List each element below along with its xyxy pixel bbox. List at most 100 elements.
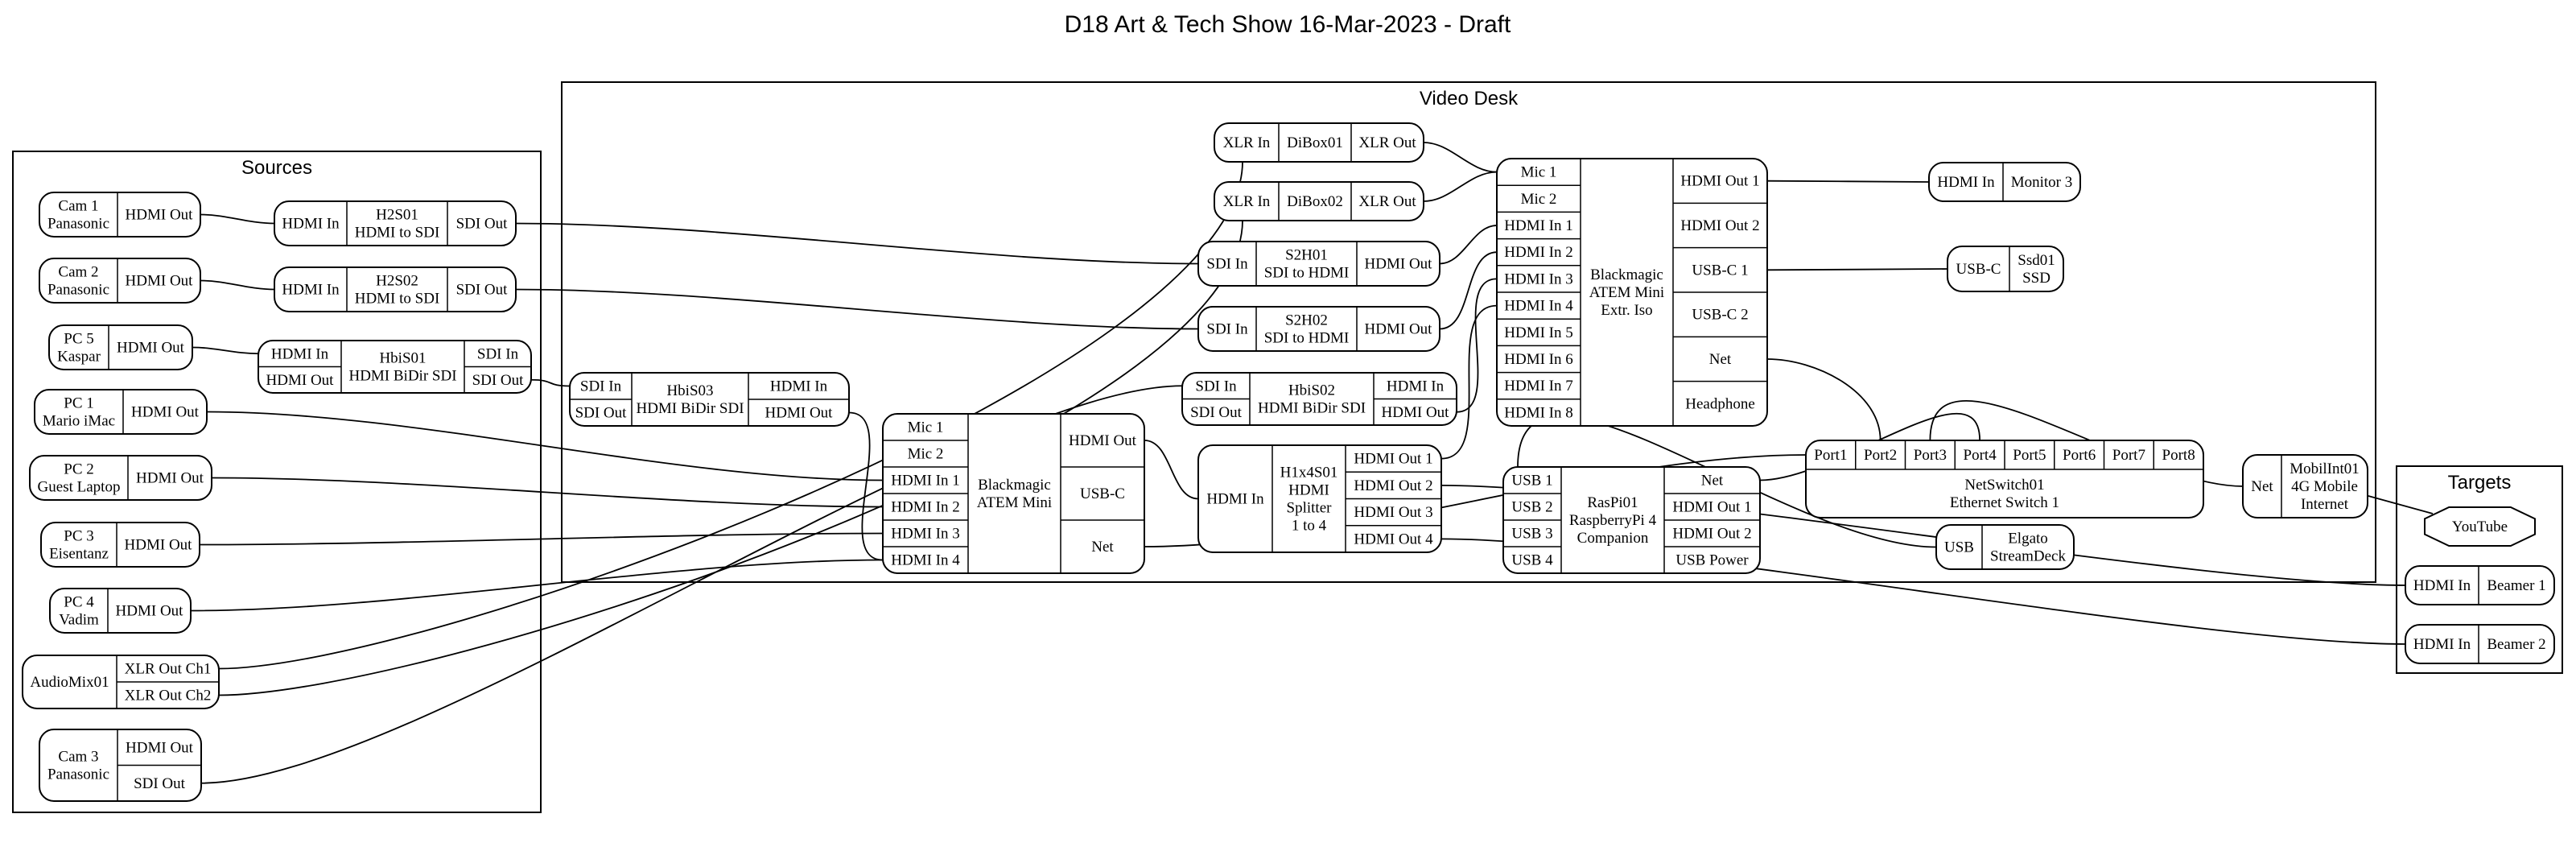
port-hdmi-in[interactable]: HDMI In	[2405, 625, 2479, 663]
edge-pc4-hdmi-out-to-atem-mini-hdmi-in-4[interactable]	[190, 559, 884, 612]
port-hdmi-out-4[interactable]: HDMI Out 4	[1346, 526, 1441, 552]
edge-dibox01-xlr-out-to-atem-extreme-mic-1[interactable]	[1423, 142, 1498, 173]
port-hdmi-in-6[interactable]: HDMI In 6	[1497, 345, 1581, 372]
edge-atem-mini-hdmi-out-to-h1x4s01-hdmi-in[interactable]	[1144, 440, 1199, 500]
port-net[interactable]: Net	[1673, 337, 1767, 381]
port-xlr-in[interactable]: XLR In	[1214, 123, 1279, 162]
port-sdi-in[interactable]: SDI In	[1198, 242, 1256, 286]
port-hdmi-in[interactable]: HDMI In	[258, 341, 341, 367]
port-usb-c-1[interactable]: USB-C 1	[1673, 248, 1767, 292]
port-sdi-out[interactable]: SDI Out	[1182, 399, 1250, 426]
edge-cam1-hdmi-out-to-h2s01-hdmi-in[interactable]	[200, 213, 275, 225]
edge-pc2-hdmi-out-to-atem-mini-hdmi-in-2[interactable]	[211, 477, 884, 508]
port-xlr-in[interactable]: XLR In	[1214, 182, 1279, 221]
port-hdmi-in-4[interactable]: HDMI In 4	[1497, 292, 1581, 319]
port-hdmi-in[interactable]: HDMI In	[274, 267, 347, 312]
port-usb-1[interactable]: USB 1	[1503, 467, 1561, 494]
port-sdi-in[interactable]: SDI In	[1182, 373, 1250, 399]
edge-s2h02-hdmi-out-to-atem-extreme-hdmi-in-2[interactable]	[1439, 251, 1498, 330]
port-net[interactable]: Net	[1061, 520, 1144, 573]
port-hdmi-out[interactable]: HDMI Out	[123, 390, 207, 434]
port-sdi-in[interactable]: SDI In	[464, 341, 531, 367]
port-hdmi-out-1[interactable]: HDMI Out 1	[1346, 445, 1441, 472]
port-port8[interactable]: Port8	[2154, 440, 2203, 469]
port-hdmi-in[interactable]: HDMI In	[274, 201, 347, 246]
edge-hbis03-hdmi-out-to-atem-mini-hdmi-in-4[interactable]	[848, 411, 884, 561]
port-usb[interactable]: USB	[1936, 525, 1982, 569]
edge-pc5-hdmi-out-to-hbis01-hdmi-in[interactable]	[192, 346, 259, 355]
port-sdi-out[interactable]: SDI Out	[447, 267, 516, 312]
edge-audiomix01-xlr-out-ch1-to-dibox01-xlr-in[interactable]	[218, 161, 1243, 670]
port-hdmi-out[interactable]: HDMI Out	[108, 589, 191, 633]
port-xlr-out-ch1[interactable]: XLR Out Ch1	[117, 655, 219, 682]
port-hdmi-in-5[interactable]: HDMI In 5	[1497, 319, 1581, 345]
port-hdmi-in-7[interactable]: HDMI In 7	[1497, 373, 1581, 399]
port-hdmi-out[interactable]: HDMI Out	[117, 729, 201, 766]
edge-hbis01-sdi-out-to-hbis03-sdi-in[interactable]	[530, 378, 571, 387]
port-hdmi-in[interactable]: HDMI In	[1198, 445, 1272, 552]
port-hdmi-out[interactable]: HDMI Out	[1357, 242, 1440, 286]
port-usb-power[interactable]: USB Power	[1664, 547, 1760, 573]
port-xlr-out[interactable]: XLR Out	[1351, 182, 1424, 221]
port-sdi-in[interactable]: SDI In	[570, 373, 632, 399]
edge-raspi01-net-to-netswitch01-port4[interactable]	[1759, 412, 1981, 481]
port-hdmi-out[interactable]: HDMI Out	[117, 523, 200, 567]
port-hdmi-out-3[interactable]: HDMI Out 3	[1346, 499, 1441, 526]
port-sdi-out[interactable]: SDI Out	[464, 367, 531, 394]
edge-s2h01-hdmi-out-to-atem-extreme-hdmi-in-1[interactable]	[1439, 225, 1498, 265]
port-hdmi-in-1[interactable]: HDMI In 1	[1497, 212, 1581, 238]
port-hdmi-out[interactable]: HDMI Out	[117, 192, 200, 237]
edge-atem-extreme-usb-c-1-to-ssd01-usb-c[interactable]	[1766, 268, 1948, 271]
port-port4[interactable]: Port4	[1955, 440, 2005, 469]
port-hdmi-in[interactable]: HDMI In	[748, 373, 849, 399]
port-hdmi-in-3[interactable]: HDMI In 3	[883, 520, 968, 547]
port-hdmi-out-2[interactable]: HDMI Out 2	[1664, 520, 1760, 547]
port-port2[interactable]: Port2	[1856, 440, 1906, 469]
port-headphone[interactable]: Headphone	[1673, 382, 1767, 426]
port-hdmi-in[interactable]: HDMI In	[1374, 373, 1457, 399]
edge-mobilint01-net-to-youtube[interactable]	[2367, 494, 2434, 514]
port-hdmi-out-2[interactable]: HDMI Out 2	[1346, 472, 1441, 498]
port-hdmi-out[interactable]: HDMI Out	[1374, 399, 1457, 426]
port-hdmi-in-1[interactable]: HDMI In 1	[883, 467, 968, 494]
port-port3[interactable]: Port3	[1906, 440, 1956, 469]
port-port5[interactable]: Port5	[2005, 440, 2055, 469]
port-sdi-out[interactable]: SDI Out	[447, 201, 516, 246]
port-hdmi-out-2[interactable]: HDMI Out 2	[1673, 203, 1767, 247]
edge-cam3-sdi-out-to-hbis02-sdi-in[interactable]	[200, 385, 1183, 784]
port-hdmi-in[interactable]: HDMI In	[1929, 163, 2003, 201]
port-sdi-out[interactable]: SDI Out	[570, 399, 632, 426]
port-hdmi-out[interactable]: HDMI Out	[128, 456, 212, 500]
port-sdi-in[interactable]: SDI In	[1198, 307, 1256, 351]
port-hdmi-out[interactable]: HDMI Out	[748, 399, 849, 426]
port-usb-3[interactable]: USB 3	[1503, 520, 1561, 547]
edge-h1x4s01-hdmi-out-1-to-atem-extreme-hdmi-in-4[interactable]	[1440, 304, 1498, 460]
port-hdmi-in[interactable]: HDMI In	[2405, 566, 2479, 605]
port-hdmi-in-2[interactable]: HDMI In 2	[883, 494, 968, 520]
port-net[interactable]: Net	[1664, 467, 1760, 494]
edge-hbis02-hdmi-out-to-atem-extreme-hdmi-in-3[interactable]	[1456, 278, 1498, 413]
port-mic-2[interactable]: Mic 2	[883, 440, 968, 467]
port-hdmi-out[interactable]: HDMI Out	[258, 367, 341, 394]
port-hdmi-in-4[interactable]: HDMI In 4	[883, 547, 968, 573]
port-port1[interactable]: Port1	[1806, 440, 1856, 469]
port-port7[interactable]: Port7	[2104, 440, 2154, 469]
